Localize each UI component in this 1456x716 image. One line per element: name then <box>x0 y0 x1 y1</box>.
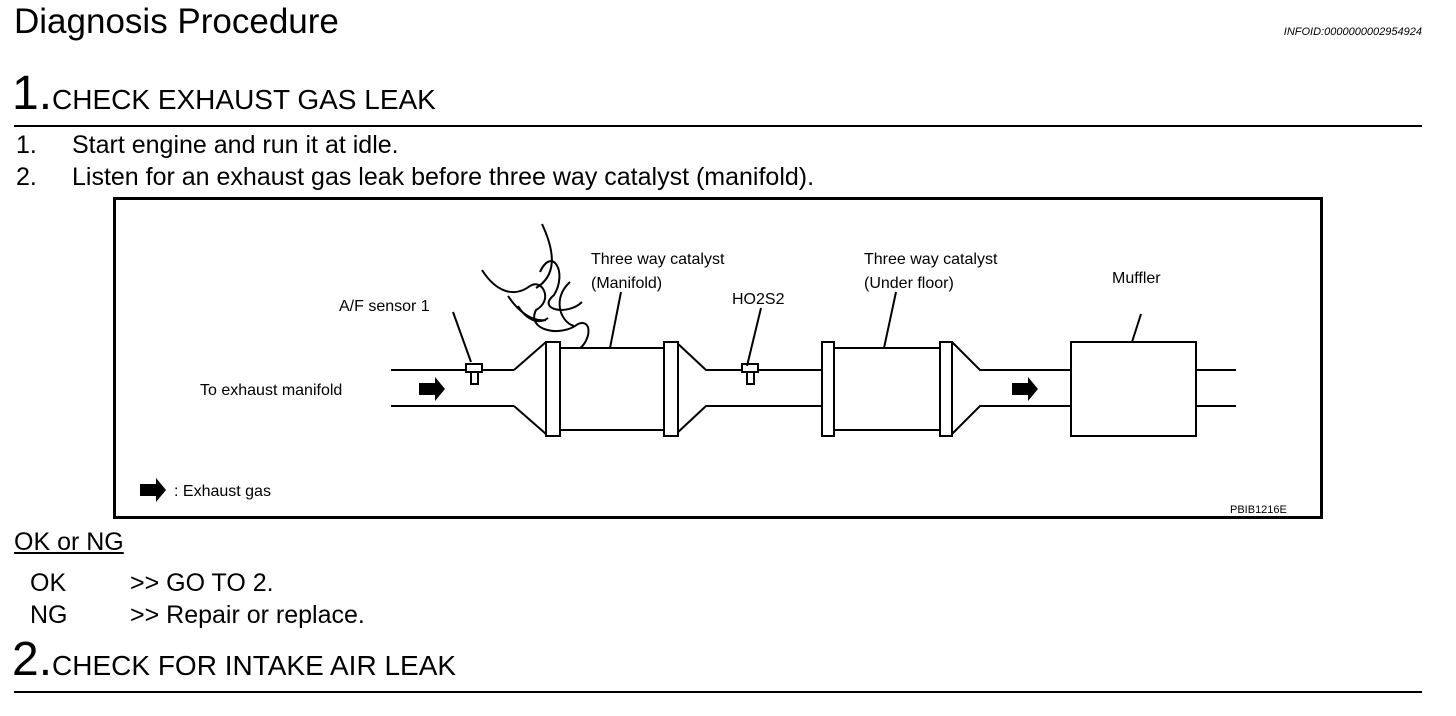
page-title: Diagnosis Procedure <box>14 2 339 41</box>
ho2s2-label: HO2S2 <box>732 291 785 308</box>
step-1-label: CHECK EXHAUST GAS LEAK <box>52 84 436 115</box>
step-2-rule <box>14 691 1422 693</box>
catalyst-flange <box>821 341 835 437</box>
list-item: 2.Listen for an exhaust gas leak before … <box>16 163 815 191</box>
step-1-heading: 1.CHECK EXHAUST GAS LEAK <box>12 70 436 118</box>
twc-manifold-label: Three way catalyst <box>591 251 725 268</box>
manifold-catalyst <box>559 347 665 431</box>
step-1-rule <box>14 125 1422 127</box>
to-manifold-label: To exhaust manifold <box>200 382 342 399</box>
ho2s2-sensor-icon <box>741 363 759 373</box>
step-2-heading: 2.CHECK FOR INTAKE AIR LEAK <box>12 636 456 684</box>
step-2-label: CHECK FOR INTAKE AIR LEAK <box>52 650 457 681</box>
af-sensor-icon <box>465 363 483 373</box>
step-2-number: 2. <box>12 633 53 686</box>
flow-arrow-icon <box>419 377 445 401</box>
muffler-label: Muffler <box>1112 270 1161 287</box>
info-id: INFOID:0000000002954924 <box>1283 26 1422 38</box>
ok-ng-heading: OK or NG <box>14 528 124 556</box>
catalyst-flange <box>545 341 561 437</box>
legend-arrow-icon <box>140 478 166 502</box>
twc-manifold-sublabel: (Manifold) <box>591 275 662 292</box>
list-item: 1.Start engine and run it at idle. <box>16 131 399 159</box>
result-row: NG>> Repair or replace. <box>30 601 365 629</box>
legend-label: : Exhaust gas <box>174 483 271 500</box>
twc-floor-sublabel: (Under floor) <box>864 275 954 292</box>
catalyst-flange <box>663 341 679 437</box>
smoke-icon <box>539 260 583 311</box>
af-sensor-label: A/F sensor 1 <box>339 298 430 315</box>
underfloor-catalyst <box>833 347 941 431</box>
figure-code: PBIB1216E <box>1230 504 1287 516</box>
step-1-number: 1. <box>12 67 53 120</box>
exhaust-system-diagram: A/F sensor 1 To exhaust manifold Three w… <box>113 197 1323 519</box>
flow-arrow-icon <box>1012 377 1038 401</box>
muffler-body <box>1070 341 1197 437</box>
result-row: OK>> GO TO 2. <box>30 569 274 597</box>
twc-floor-label: Three way catalyst <box>864 251 998 268</box>
catalyst-flange <box>939 341 953 437</box>
